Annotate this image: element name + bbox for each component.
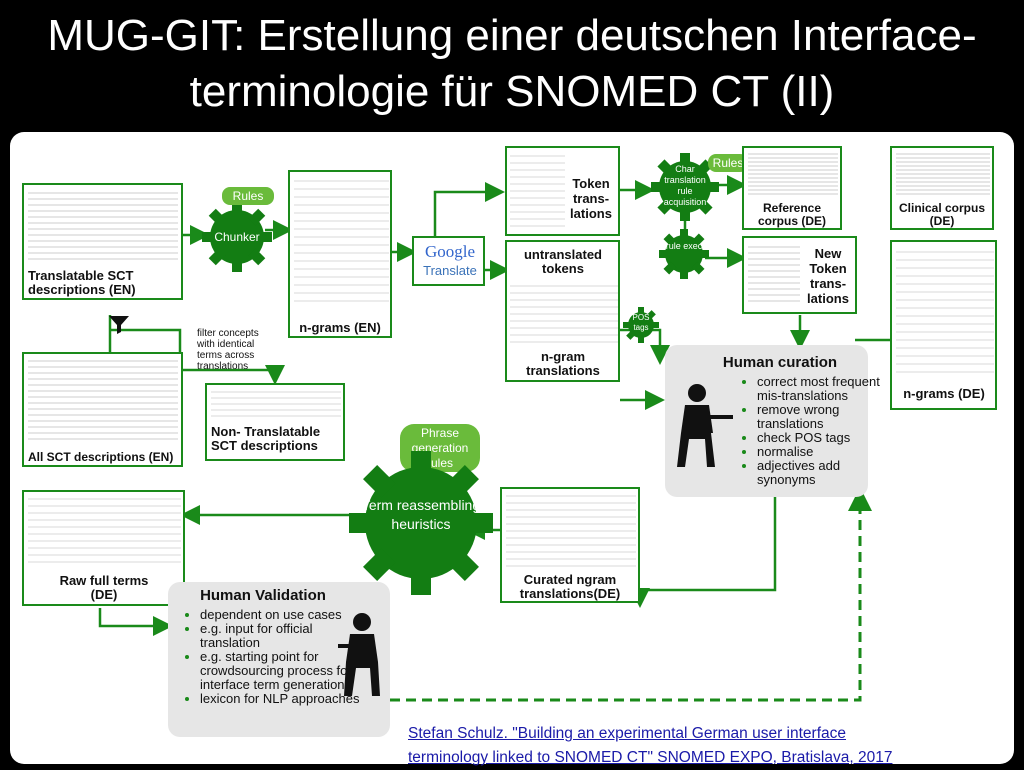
new-token-translations-label: New Token trans- lations xyxy=(807,246,849,306)
text-thumbnail xyxy=(748,153,838,195)
human-curation-title: Human curation xyxy=(722,354,838,371)
curated-ngram-box: Curated ngram translations(DE) xyxy=(500,487,640,603)
non-translatable-label: Non- Translatable SCT descriptions xyxy=(211,424,321,453)
chunker-gear-icon xyxy=(202,202,272,272)
google-translate-product: Translate xyxy=(423,263,477,278)
clinical-corpus-box: Clinical corpus (DE) xyxy=(890,146,994,230)
char-rule-gear-icon xyxy=(651,153,719,221)
validation-item: e.g. input for official translation xyxy=(200,622,370,650)
all-sct-box: All SCT descriptions (EN) xyxy=(22,352,183,467)
rule-exec-label: rule exec xyxy=(665,241,703,251)
curation-item: remove wrong translations xyxy=(757,403,887,431)
token-translations-label: Token trans- lations xyxy=(570,176,612,221)
new-token-translations-box: New Token trans- lations xyxy=(742,236,857,314)
rules-pill-char: Rules xyxy=(708,154,748,172)
table-thumbnail xyxy=(506,495,636,567)
chunker-label: Chunker xyxy=(214,230,260,244)
non-translatable-box: Non- Translatable SCT descriptions xyxy=(205,383,345,461)
filter-text: filter concepts with identical terms acr… xyxy=(197,328,259,372)
list-thumbnail xyxy=(510,155,565,227)
text-thumbnail xyxy=(896,153,990,195)
ngram-translations-box: untranslated tokens n-gram translations xyxy=(505,240,620,382)
curation-item: check POS tags xyxy=(757,431,887,445)
ngrams-de-box: n-grams (DE) xyxy=(890,240,997,410)
raw-full-terms-label: Raw full terms (DE) xyxy=(59,573,149,602)
human-validation-title: Human Validation xyxy=(200,587,326,604)
pos-tags-label: POS tags xyxy=(632,313,650,332)
validation-item: lexicon for NLP approaches xyxy=(200,692,370,706)
human-curation-panel: Human curation correct most frequent mis… xyxy=(665,345,880,497)
reference-corpus-box: Reference corpus (DE) xyxy=(742,146,842,230)
curated-ngram-label: Curated ngram translations(DE) xyxy=(519,572,621,601)
citation-line-2: terminology linked to SNOMED CT" SNOMED … xyxy=(408,749,893,766)
google-brand: Google xyxy=(424,242,476,261)
ngrams-en-box: n-grams (EN) xyxy=(288,170,392,338)
clinical-corpus-label: Clinical corpus (DE) xyxy=(898,201,986,228)
human-validation-list: dependent on use cases e.g. input for of… xyxy=(178,608,370,706)
reference-corpus-label: Reference corpus (DE) xyxy=(757,201,826,228)
untranslated-tokens-label: untranslated tokens xyxy=(523,247,602,276)
table-thumbnail xyxy=(28,360,178,440)
pos-tags-gear-icon xyxy=(623,307,659,343)
translatable-sct-box: Translatable SCT descriptions (EN) xyxy=(22,183,183,300)
validation-item: dependent on use cases xyxy=(200,608,370,622)
rule-exec-gear-icon xyxy=(659,229,709,279)
raw-full-terms-box: Raw full terms (DE) xyxy=(22,490,185,606)
token-translations-box: Token trans- lations xyxy=(505,146,620,236)
rules-pill-chunker: Rules xyxy=(222,187,274,205)
citation-link[interactable]: Stefan Schulz. "Building an experimental… xyxy=(408,722,892,770)
char-rule-label: Char translation rule acquisition xyxy=(663,164,707,207)
term-reassembling-label: Term reassembling heuristics xyxy=(361,497,481,532)
google-translate-box: Google Translate xyxy=(412,236,485,286)
title-line-2: terminologie für SNOMED CT (II) xyxy=(189,67,835,116)
ngrams-en-label: n-grams (EN) xyxy=(299,320,381,335)
human-curation-list: correct most frequent mis-translations r… xyxy=(735,375,887,487)
table-thumbnail xyxy=(28,192,178,260)
filter-funnel-icon xyxy=(109,316,129,334)
ngram-translations-label: n-gram translations xyxy=(526,349,600,378)
validation-item: e.g. starting point for crowdsourcing pr… xyxy=(200,650,370,692)
human-validation-panel: Human Validation dependent on use cases … xyxy=(168,582,390,737)
page-title: MUG-GIT: Erstellung einer deutschen Inte… xyxy=(0,8,1024,120)
translatable-sct-label: Translatable SCT descriptions (EN) xyxy=(28,268,136,297)
table-thumbnail xyxy=(28,498,181,563)
citation-line-1: Stefan Schulz. "Building an experimental… xyxy=(408,725,847,742)
person-at-laptop-icon xyxy=(677,384,733,467)
all-sct-label: All SCT descriptions (EN) xyxy=(28,450,174,464)
curation-item: normalise xyxy=(757,445,887,459)
list-thumbnail xyxy=(748,246,800,302)
term-reassembling-gear-icon xyxy=(349,451,493,595)
list-thumbnail xyxy=(294,180,389,302)
table-thumbnail xyxy=(211,391,341,417)
person-at-laptop-icon xyxy=(338,613,380,696)
curation-item: correct most frequent mis-translations xyxy=(757,375,887,403)
curation-item: adjectives add synonyms xyxy=(757,459,887,487)
list-thumbnail xyxy=(896,251,994,373)
ngrams-de-label: n-grams (DE) xyxy=(903,386,985,401)
title-line-1: MUG-GIT: Erstellung einer deutschen Inte… xyxy=(47,11,977,60)
table-thumbnail xyxy=(510,285,618,343)
